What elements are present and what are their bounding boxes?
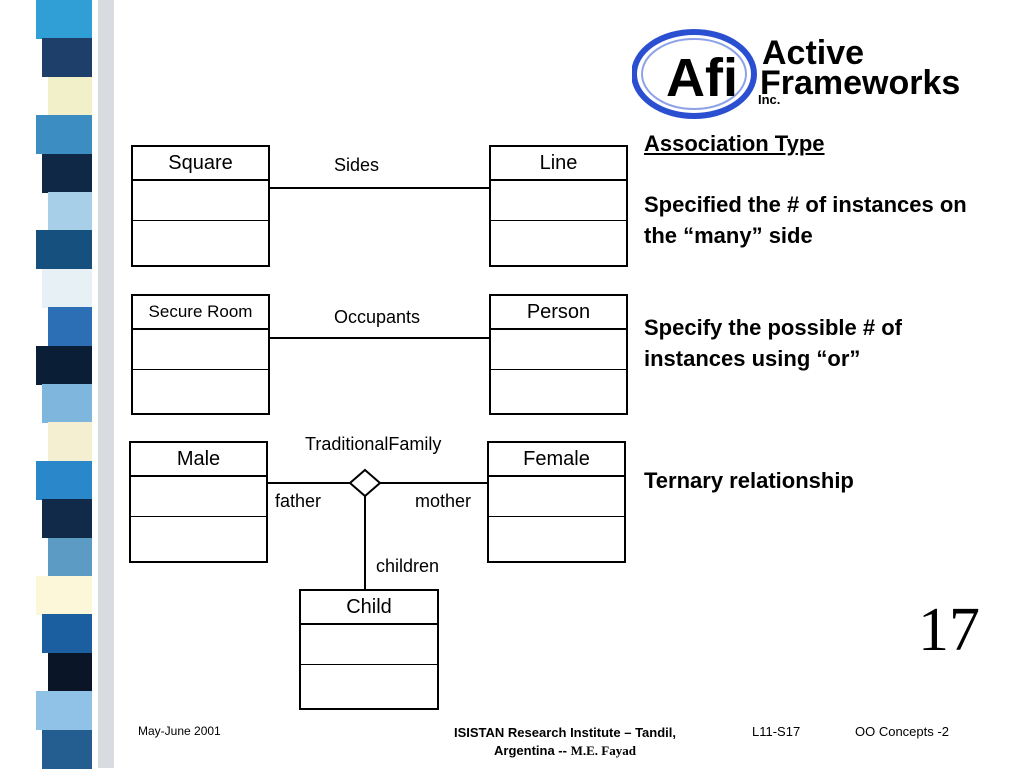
logo-line2: Frameworks: [760, 64, 960, 102]
footer-institute: ISISTAN Research Institute – Tandil,: [453, 725, 676, 740]
label-traditional-family: TraditionalFamily: [305, 434, 442, 454]
class-line: Line: [489, 145, 628, 267]
label-children: children: [376, 556, 440, 576]
stripe-band: [48, 652, 92, 692]
label-occupants: Occupants: [334, 307, 421, 327]
stripe-band: [36, 576, 92, 615]
stripe-band: [48, 76, 92, 116]
text-or-instances: Specify the possible # of instances usin…: [644, 315, 902, 371]
stripe-band: [42, 729, 92, 769]
stripe-band: [36, 230, 92, 270]
text-ternary: Ternary relationship: [644, 468, 854, 493]
attribute-compartment: [131, 477, 266, 517]
stripe-band: [36, 460, 92, 500]
stripe-band: [42, 614, 92, 654]
footer-slide-id: L11-S17: [752, 724, 801, 739]
class-name: Secure Room: [133, 296, 268, 330]
stripe-band: [36, 0, 92, 39]
class-name: Child: [301, 591, 437, 625]
footer-institute-block: ISISTAN Research Institute – Tandil, Arg…: [440, 724, 690, 760]
class-name: Square: [133, 147, 268, 181]
attribute-compartment: [489, 477, 624, 517]
attribute-compartment: [491, 330, 626, 370]
footer-author: M.E. Fayad: [570, 743, 636, 758]
class-male: Male: [129, 441, 268, 563]
attribute-compartment: [133, 330, 268, 370]
label-mother: mother: [415, 491, 472, 511]
slide-number: 17: [918, 596, 980, 664]
stripe-band: [42, 38, 92, 78]
active-frameworks-logo: Afi Active Frameworks Inc.: [631, 28, 992, 120]
stripe-band: [42, 268, 92, 308]
class-square: Square: [131, 145, 270, 267]
stripe-band: [48, 537, 92, 577]
class-child: Child: [299, 589, 439, 710]
stripe-band: [36, 691, 92, 731]
attribute-compartment: [133, 181, 268, 221]
class-female: Female: [487, 441, 626, 563]
class-secure-room: Secure Room: [131, 294, 270, 415]
footer-date: May-June 2001: [138, 724, 221, 738]
stripe-band: [48, 307, 92, 347]
stripe-band: [48, 422, 92, 462]
stripe-band: [48, 192, 92, 231]
class-name: Female: [489, 443, 624, 477]
class-name: Male: [131, 443, 266, 477]
ternary-diamond: [348, 468, 382, 498]
footer-course: OO Concepts -2: [855, 724, 949, 739]
label-sides: Sides: [334, 155, 380, 175]
class-person: Person: [489, 294, 628, 415]
stripe-band: [36, 115, 92, 155]
attribute-compartment: [491, 181, 626, 221]
decorative-stripe: [0, 0, 120, 769]
attribute-compartment: [301, 625, 437, 665]
footer-location-line: Argentina -- M.E. Fayad: [440, 742, 690, 760]
class-name: Line: [491, 147, 626, 181]
text-many-side: Specified the # of instances on the “man…: [644, 192, 967, 248]
stripe-edge: [98, 0, 114, 768]
stripe-band: [42, 499, 92, 539]
association-type-title: Association Type: [644, 131, 825, 156]
logo-line1: Active: [762, 34, 864, 72]
stripe-band: [42, 384, 92, 423]
class-name: Person: [491, 296, 626, 330]
logo-line3: Inc.: [758, 92, 780, 107]
stripe-band: [42, 153, 92, 193]
logo-initials: Afi: [666, 48, 738, 108]
stripe-band: [36, 345, 92, 385]
footer-location: Argentina --: [494, 743, 567, 758]
label-father: father: [275, 491, 322, 511]
